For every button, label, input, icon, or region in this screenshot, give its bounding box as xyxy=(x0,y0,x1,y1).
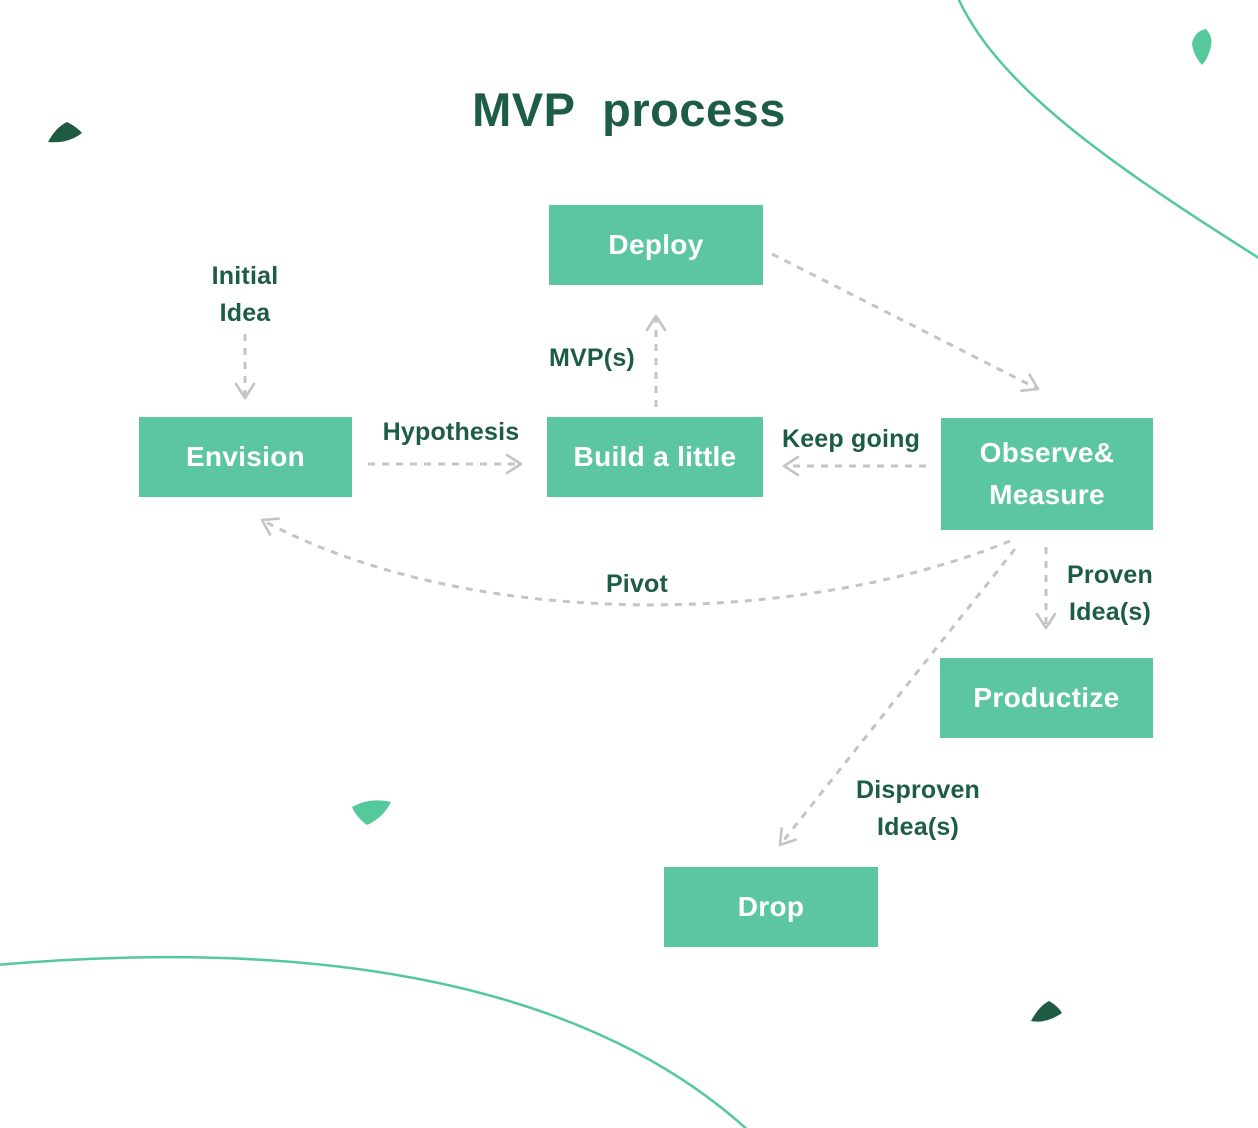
node-envision: Envision xyxy=(139,417,352,497)
edge-label-proven-line2: Idea(s) xyxy=(1069,598,1151,626)
edge-label-initial-idea: Initial Idea xyxy=(212,258,279,332)
node-drop-label: Drop xyxy=(737,891,805,922)
bottom-left-arc-line xyxy=(0,955,748,1128)
node-productize: Productize xyxy=(940,658,1153,738)
node-observe-measure-line1: Observe& xyxy=(979,437,1115,468)
edge-label-hypothesis: Hypothesis xyxy=(382,418,520,446)
top-right-wedge-shape xyxy=(1192,29,1212,65)
edge-label-disproven-ideas: Disproven Idea(s) xyxy=(856,772,980,846)
node-build-a-little-label: Build a little xyxy=(573,441,737,472)
node-productize-label: Productize xyxy=(973,682,1120,713)
edge-label-initial-idea-line2: Idea xyxy=(219,299,271,327)
node-build-a-little: Build a little xyxy=(547,417,763,497)
edge-label-mvps: MVP(s) xyxy=(549,344,635,372)
node-observe-measure-line2: Measure xyxy=(989,479,1105,510)
edge-label-disproven-line1: Disproven xyxy=(855,776,981,804)
node-deploy-label: Deploy xyxy=(608,229,704,260)
node-envision-label: Envision xyxy=(185,441,306,472)
edge-label-proven-ideas: Proven Idea(s) xyxy=(1067,557,1153,631)
edge-label-disproven-line2: Idea(s) xyxy=(877,813,959,841)
arrow-deploy-to-observe xyxy=(771,252,1040,392)
node-observe-measure: Observe& Measure xyxy=(941,418,1153,530)
node-drop: Drop xyxy=(664,867,878,947)
bottom-right-triangle-shape xyxy=(1031,1001,1062,1022)
page-title: MVP process xyxy=(472,83,786,136)
edge-label-proven-line1: Proven xyxy=(1067,561,1153,589)
node-deploy: Deploy xyxy=(549,205,763,285)
edge-label-initial-idea-line1: Initial xyxy=(211,262,279,290)
mid-left-wedge-shape xyxy=(352,800,391,825)
edge-label-pivot: Pivot xyxy=(605,570,669,598)
edge-label-keep-going: Keep going xyxy=(781,425,921,453)
